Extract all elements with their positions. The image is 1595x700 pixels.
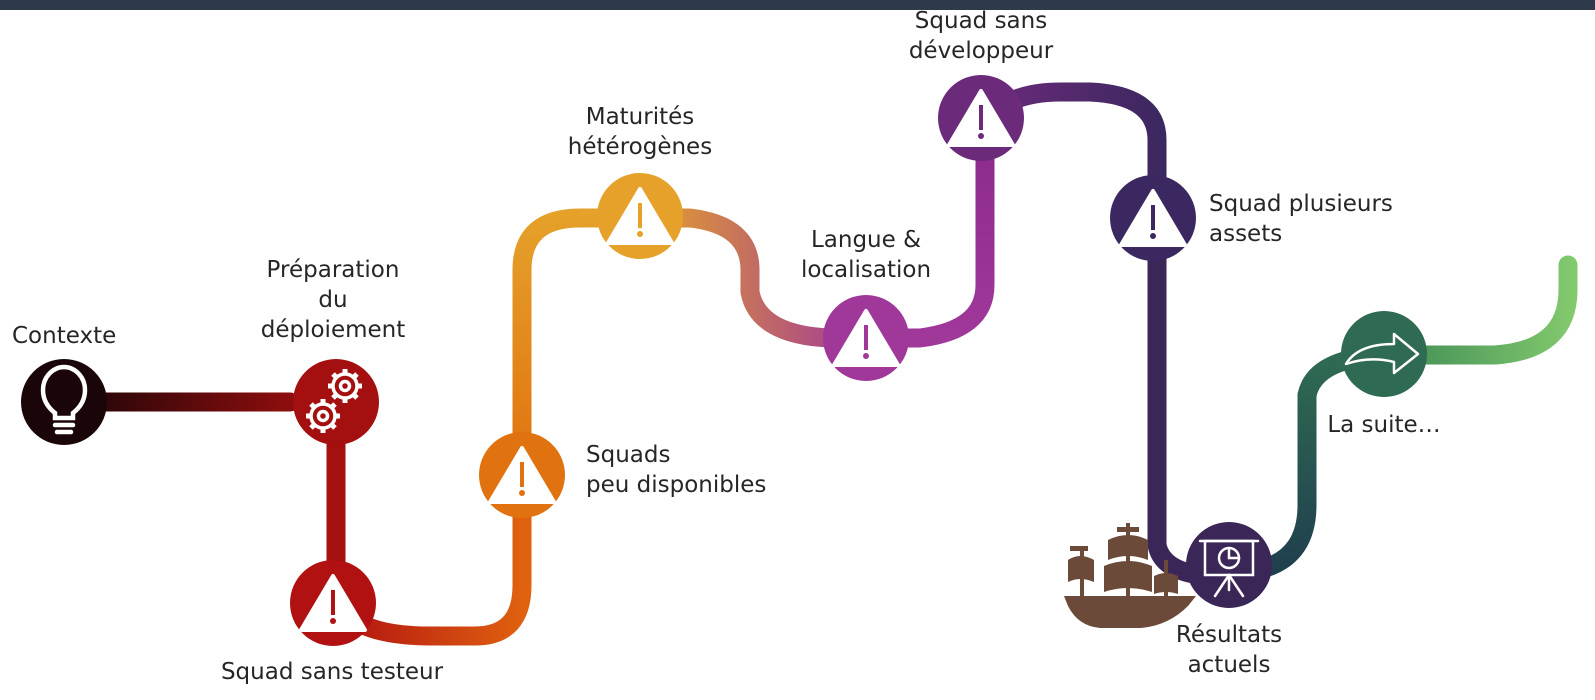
- path-segment: [630, 208, 876, 348]
- warning-icon: [1119, 189, 1187, 247]
- milestone-resultats-actuels: [1186, 522, 1272, 608]
- label-squad-sans-testeur: Squad sans testeur: [220, 659, 444, 685]
- label-squad-plusieurs-assets: Squad plusieurs assets: [1209, 191, 1393, 247]
- label-contexte: Contexte: [12, 323, 117, 349]
- warning-icon: [832, 309, 900, 367]
- label-squad-sans-developpeur: Squad sans développeur: [908, 8, 1054, 64]
- label-squads-peu-disponibles: Squads peu disponibles: [586, 442, 767, 498]
- milestone-squad-sans-developpeur: [938, 75, 1024, 161]
- milestone-squad-sans-testeur: [290, 560, 376, 646]
- warning-icon: [947, 89, 1015, 147]
- label-resultats-actuels: Résultats actuels: [1175, 622, 1283, 678]
- path-segment: [512, 208, 650, 490]
- gears-icon: [306, 369, 362, 433]
- label-langue-localisation: Langue & localisation: [800, 227, 932, 283]
- milestone-contexte: [21, 359, 107, 445]
- label-maturites-heterogenes: Maturités hétérogènes: [567, 104, 713, 160]
- warning-icon: [488, 446, 556, 504]
- arrow-right-icon: [1344, 332, 1420, 375]
- path-segment: [1375, 255, 1578, 365]
- presentation-chart-icon: [1198, 539, 1260, 598]
- milestone-preparation: [293, 359, 379, 445]
- label-preparation-deploiement: Préparation du déploiement: [260, 257, 406, 343]
- milestone-squads-peu-disponibles: [479, 432, 565, 518]
- warning-icon: [299, 574, 367, 632]
- warning-icon: [606, 187, 674, 245]
- milestone-maturites-heterogenes: [597, 173, 683, 259]
- pirate-ship-icon: [1064, 523, 1196, 628]
- milestone-la-suite: [1341, 311, 1427, 397]
- milestone-langue-localisation: [823, 295, 909, 381]
- path-segment: [856, 110, 995, 348]
- label-la-suite: La suite…: [1327, 412, 1441, 438]
- milestone-squad-plusieurs-assets: [1110, 175, 1196, 261]
- path-segment: [1147, 210, 1210, 585]
- top-bar: [0, 0, 1595, 10]
- lightbulb-icon: [40, 364, 88, 435]
